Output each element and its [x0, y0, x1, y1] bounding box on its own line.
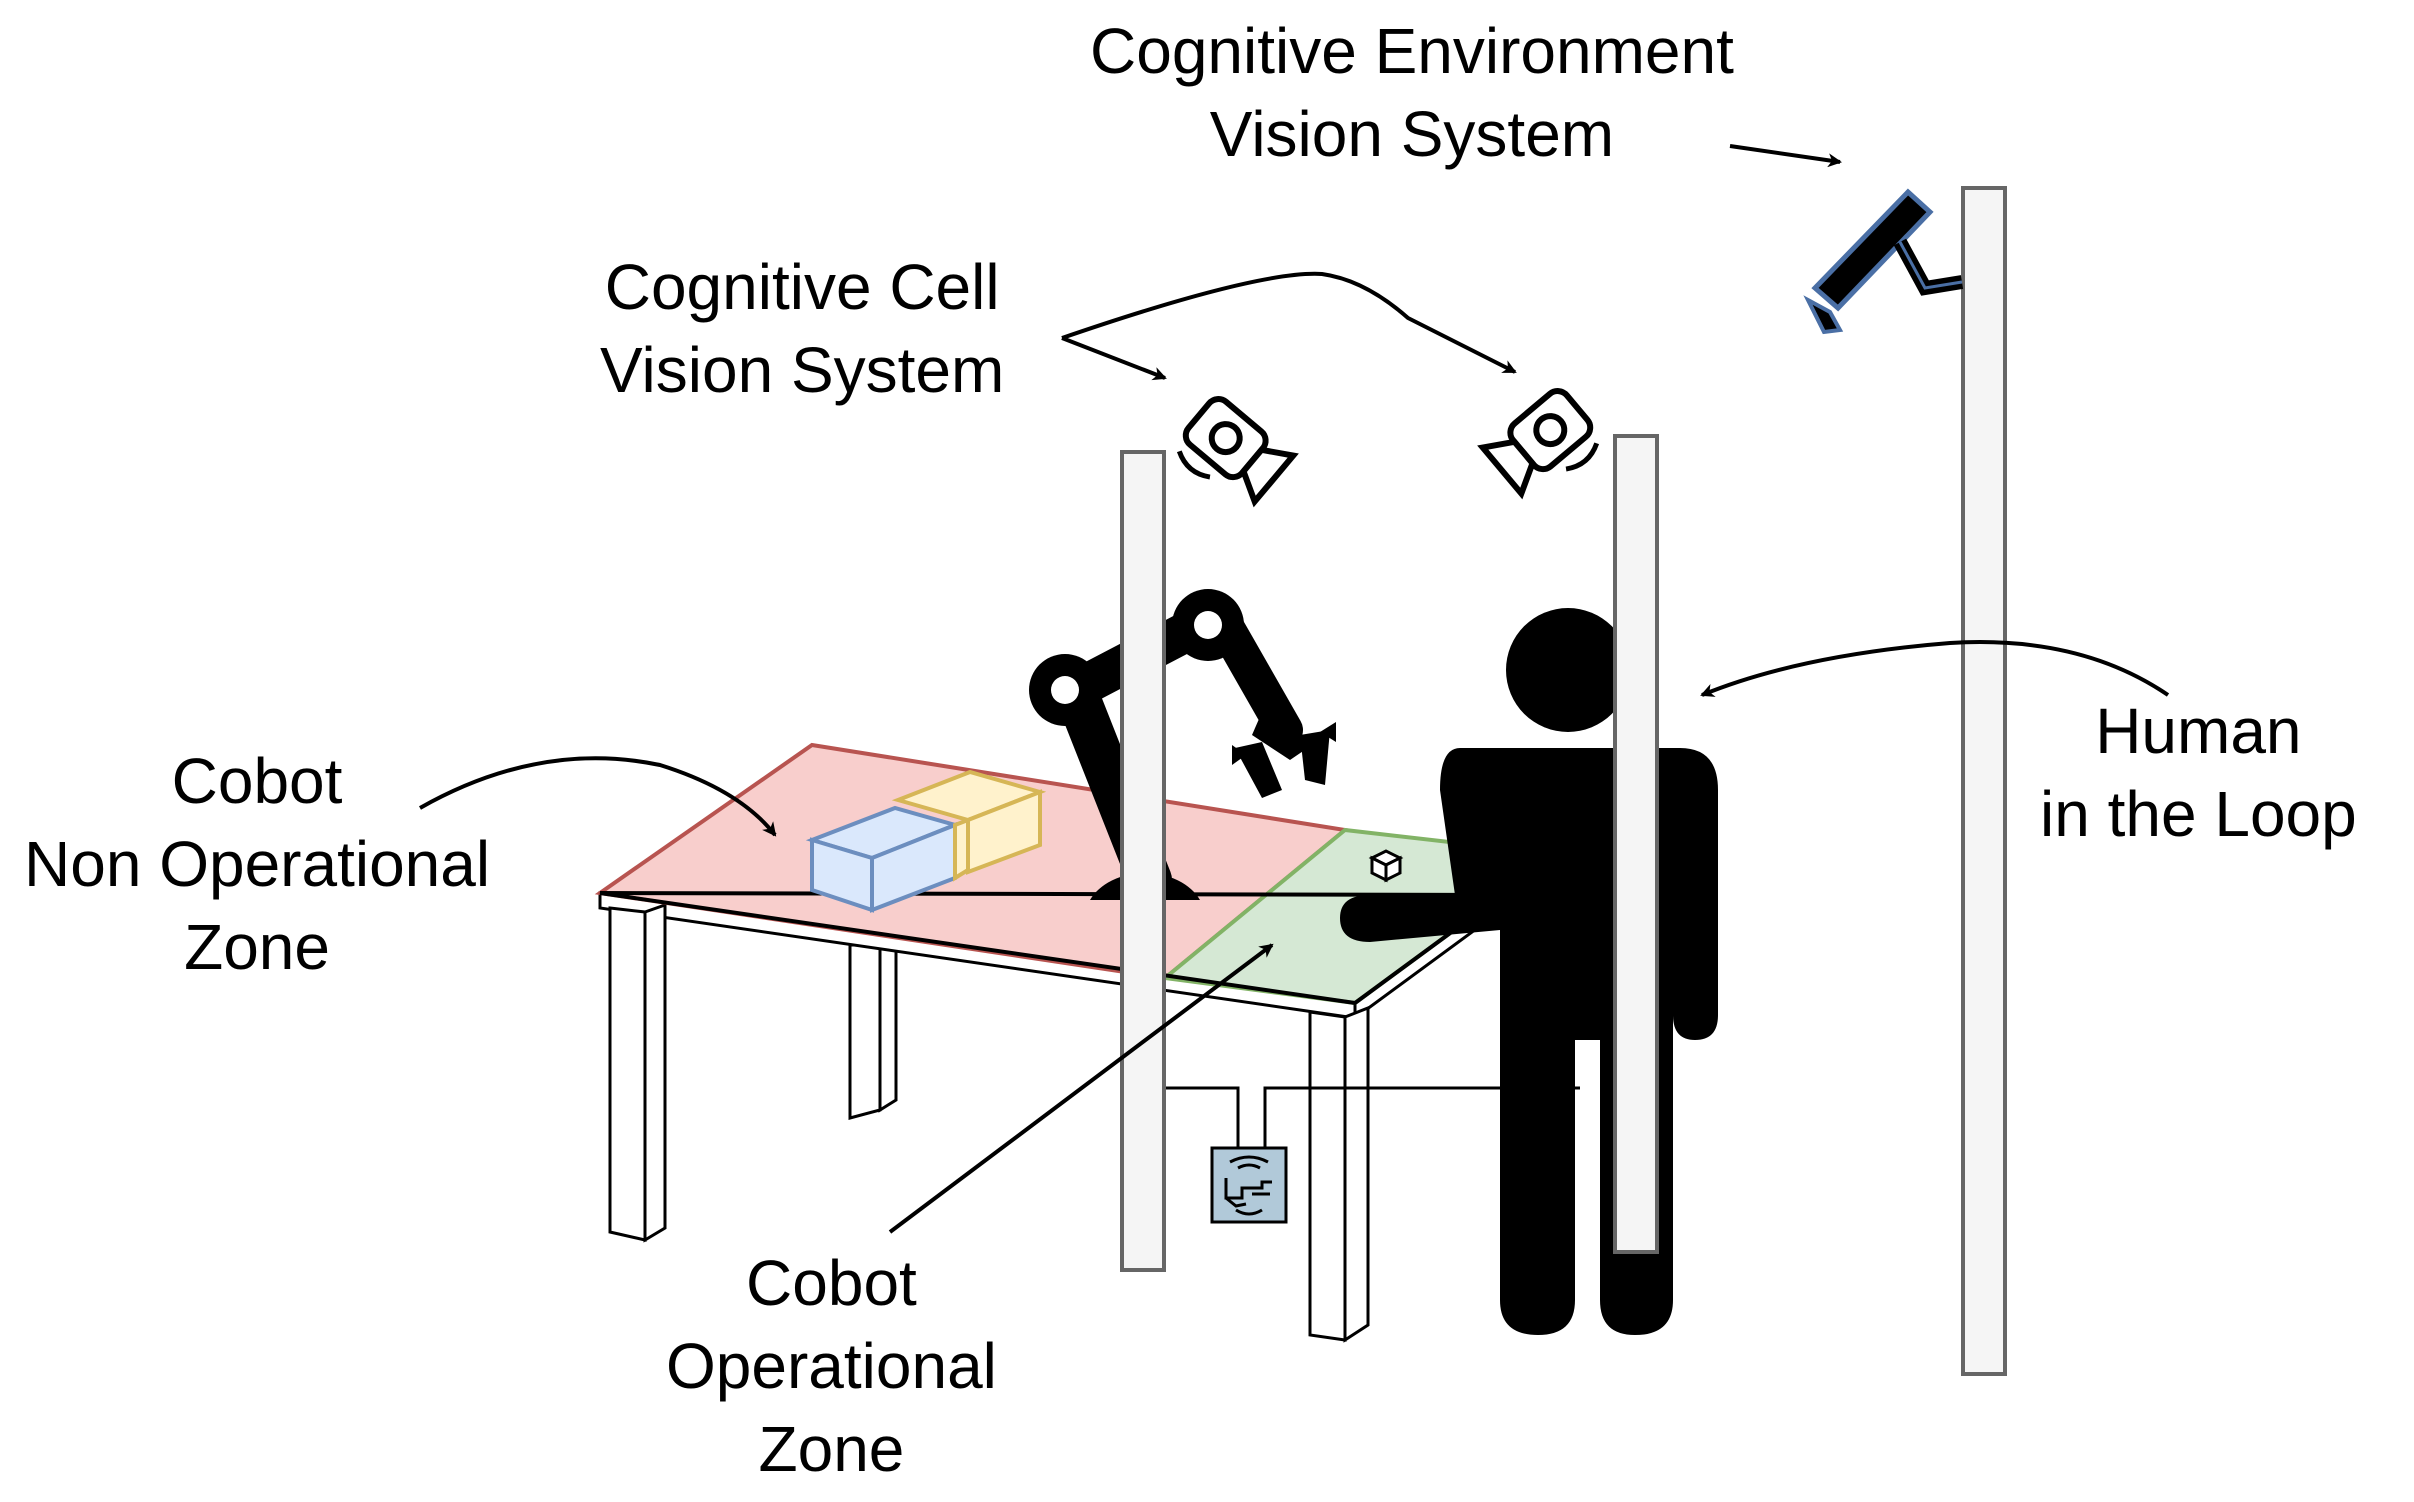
label-cell-vision-line2: Vision System: [600, 334, 1005, 407]
label-non-operational: Cobot Non Operational Zone: [24, 740, 490, 990]
label-cell-vision: Cognitive Cell Vision System: [600, 246, 1004, 412]
arrow-cell-vision-left: [1061, 336, 1167, 381]
arrow-non-operational: [419, 756, 777, 837]
robot-arm-icon: [1029, 589, 1336, 902]
label-env-vision-line2: Vision System: [1209, 98, 1615, 171]
pillar-right: [1961, 186, 2007, 1376]
table: [598, 891, 1504, 1343]
table-leg-back-left: [848, 943, 882, 1120]
label-human: Human in the Loop: [2040, 690, 2357, 856]
label-cell-vision-line1: Cognitive Cell: [604, 251, 1000, 323]
blue-box: [805, 805, 962, 913]
table-leg-front-left: [608, 906, 647, 1242]
pillar-middle: [1613, 434, 1659, 1254]
table-leg-front-right: [1308, 1010, 1347, 1342]
label-non-operational-line2: Non Operational: [24, 828, 491, 901]
label-operational: Cobot Operational Zone: [666, 1242, 997, 1492]
label-human-line2: in the Loop: [2040, 778, 2357, 851]
label-operational-line3: Zone: [758, 1413, 905, 1486]
label-operational-line2: Operational: [666, 1330, 997, 1403]
cctv-camera-icon: [1803, 188, 1964, 335]
arrows: [419, 144, 2170, 1234]
camera-icon-left: [1176, 396, 1299, 508]
label-env-vision-line1: Cognitive Environment: [1090, 15, 1734, 87]
controller-cables: [1160, 1086, 1580, 1148]
arrow-operational: [888, 943, 1274, 1234]
arrow-cell-vision-right: [1061, 271, 1517, 374]
label-non-operational-line3: Zone: [184, 911, 330, 984]
yellow-box: [891, 769, 1047, 882]
label-env-vision: Cognitive Environment Vision System: [1090, 10, 1734, 176]
cube-icon: [1368, 849, 1404, 883]
label-human-line1: Human: [2095, 695, 2302, 767]
label-non-operational-line1: Cobot: [171, 745, 343, 817]
arrow-human: [1700, 640, 2170, 697]
label-operational-line1: Cobot: [746, 1247, 917, 1319]
arrow-env-vision: [1729, 144, 1842, 168]
controller-icon: [1210, 1146, 1288, 1224]
camera-icon-right: [1477, 388, 1600, 500]
pillar-left: [1120, 450, 1166, 1272]
